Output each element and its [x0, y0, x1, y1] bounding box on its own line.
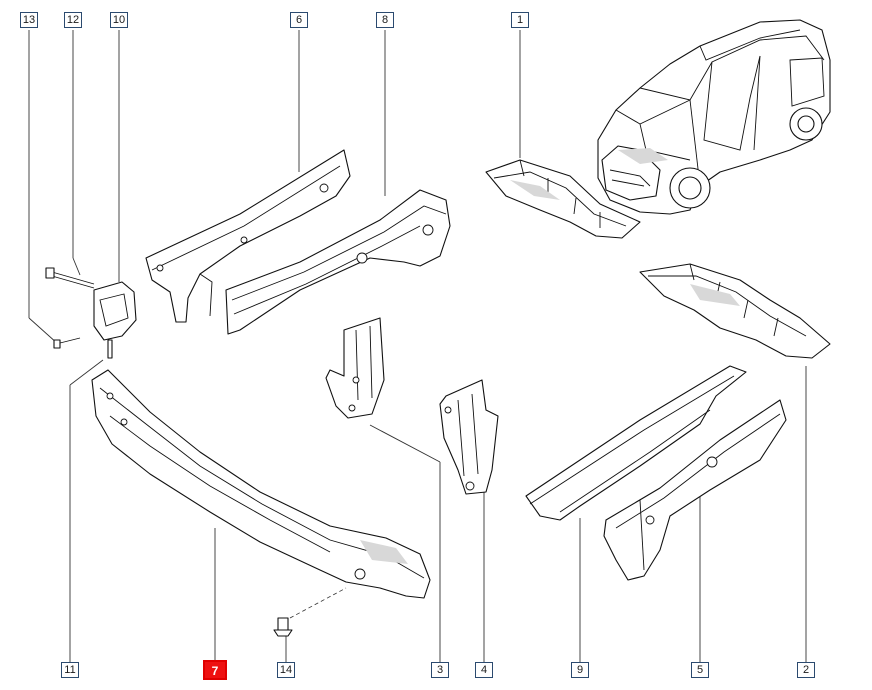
callout-4[interactable]: 4: [475, 662, 493, 678]
part-4-drawing: [439, 379, 499, 495]
part-13-screw: [53, 337, 81, 349]
part-14-clip: [273, 617, 293, 637]
part-8-drawing: [225, 189, 451, 335]
callout-11[interactable]: 11: [61, 662, 79, 678]
part-1-drawing: [485, 159, 641, 239]
callout-14[interactable]: 14: [277, 662, 295, 678]
callout-10[interactable]: 10: [110, 12, 128, 28]
part-12-bolt: [45, 267, 95, 289]
callout-3[interactable]: 3: [431, 662, 449, 678]
part-6-drawing: [145, 149, 351, 323]
leader-lines: [28, 30, 807, 662]
part-10-bracket: [93, 281, 137, 359]
callout-9[interactable]: 9: [571, 662, 589, 678]
part-9-drawing: [525, 365, 747, 521]
part-2-drawing: [639, 263, 831, 359]
part-5-drawing: [603, 399, 787, 581]
callout-6[interactable]: 6: [290, 12, 308, 28]
callout-1[interactable]: 1: [511, 12, 529, 28]
callout-8[interactable]: 8: [376, 12, 394, 28]
vehicle-illustration: [597, 19, 831, 215]
part-3-drawing: [325, 317, 385, 419]
part-7-drawing: [91, 369, 431, 619]
callout-2[interactable]: 2: [797, 662, 815, 678]
callout-12[interactable]: 12: [64, 12, 82, 28]
callout-5[interactable]: 5: [691, 662, 709, 678]
callout-7-selected[interactable]: 7: [203, 660, 227, 680]
callout-13[interactable]: 13: [20, 12, 38, 28]
